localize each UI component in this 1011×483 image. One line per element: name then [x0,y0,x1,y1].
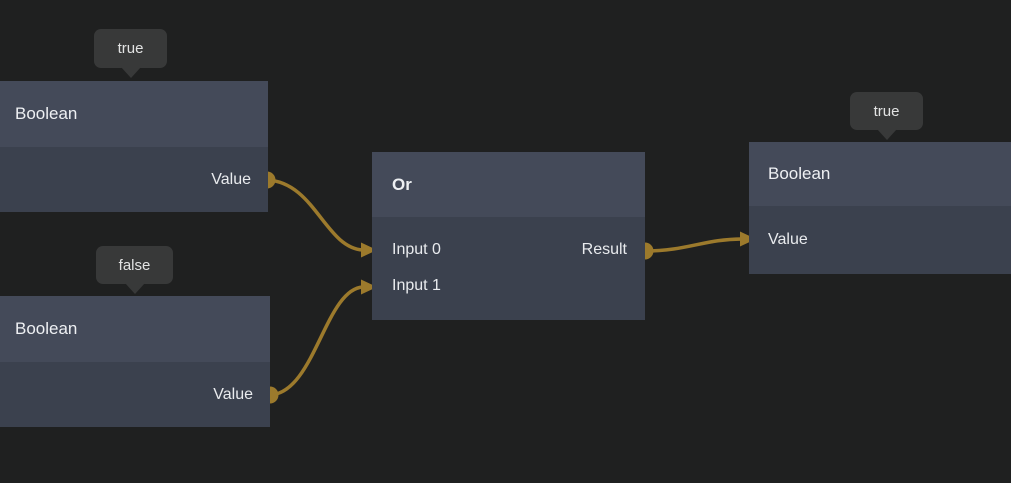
node-boolean-3[interactable]: Boolean Value [749,142,1011,274]
input-port-arrow-boolean3-value[interactable] [740,231,756,247]
wire-or-result-to-boolean3-value[interactable] [643,237,744,253]
node-or-header[interactable]: Or [372,152,645,217]
port-label-result-output: Result [581,241,627,258]
node-title: Or [392,174,412,194]
port-label-value-output: Value [211,170,251,188]
port-row: Input 1 [392,268,627,304]
value-bubble-pointer-icon [124,283,145,294]
node-boolean-3-body: Value [749,206,1011,274]
node-boolean-1[interactable]: Boolean Value [0,81,268,212]
value-bubble-text: true [873,102,900,120]
input-port-arrow-or-input1[interactable] [361,279,377,295]
value-bubble-text: false [118,256,151,274]
port-row: Input 0 Result [392,232,627,268]
node-boolean-2-body: Value [0,362,270,427]
port-label-input-0: Input 0 [392,241,441,258]
value-bubble-boolean-2: false [96,246,173,294]
wire-boolean2-to-or-input1[interactable] [268,285,365,397]
value-bubble-pointer-icon [120,67,141,78]
port-label-input-1: Input 1 [392,277,441,294]
node-boolean-1-body: Value [0,147,268,212]
value-bubble-pointer-icon [876,129,897,140]
input-port-arrow-or-input0[interactable] [361,242,377,258]
node-boolean-1-header[interactable]: Boolean [0,81,268,147]
value-bubble-boolean-3: true [850,92,923,140]
value-bubble-boolean-1: true [94,29,167,78]
wire-boolean1-to-or-input0[interactable] [265,178,365,252]
value-bubble-text: true [117,40,144,57]
port-label-value-output: Value [213,385,253,403]
node-boolean-2-header[interactable]: Boolean [0,296,270,362]
node-title: Boolean [15,104,78,123]
node-or-body: Input 0 Result Input 1 [372,217,645,320]
node-boolean-2[interactable]: Boolean Value [0,296,270,427]
node-title: Boolean [15,319,78,338]
port-label-value-input: Value [768,231,808,248]
node-or[interactable]: Or Input 0 Result Input 1 [372,152,645,320]
node-boolean-3-header[interactable]: Boolean [749,142,1011,206]
node-title: Boolean [768,164,831,183]
